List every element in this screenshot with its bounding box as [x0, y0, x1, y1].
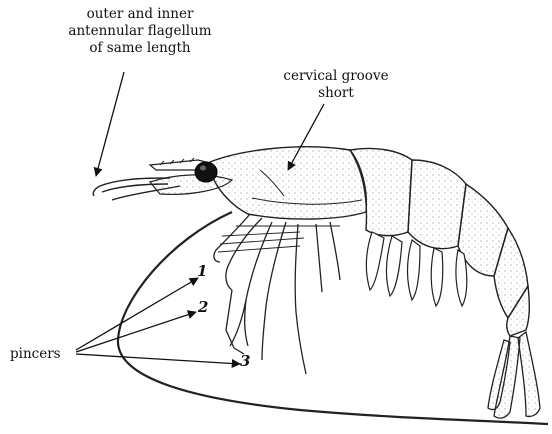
cervical-label-line-2: short [266, 85, 406, 102]
cervical-groove-label: cervical groove short [266, 68, 406, 102]
pincer-arrow-3 [76, 354, 240, 364]
antenna-label-line-1: outer and inner [40, 6, 240, 23]
walking-legs [214, 214, 340, 374]
pincer-number-1: 1 [197, 262, 207, 280]
pincer-arrow-1 [76, 278, 198, 350]
pincers-label: pincers [10, 346, 61, 363]
pincer-number-3: 3 [240, 352, 250, 370]
antenna-arrow [96, 72, 124, 176]
antennular-flagellum-label: outer and inner antennular flagellum of … [40, 6, 240, 57]
pincer-number-2: 2 [198, 298, 208, 316]
tail-fan [488, 332, 540, 418]
eye [195, 162, 217, 182]
carapace [210, 147, 366, 219]
pincer-arrow-2 [76, 312, 196, 352]
antenna-label-line-3: of same length [40, 40, 240, 57]
antenna-label-line-2: antennular flagellum [40, 23, 240, 40]
cervical-label-line-1: cervical groove [266, 68, 406, 85]
